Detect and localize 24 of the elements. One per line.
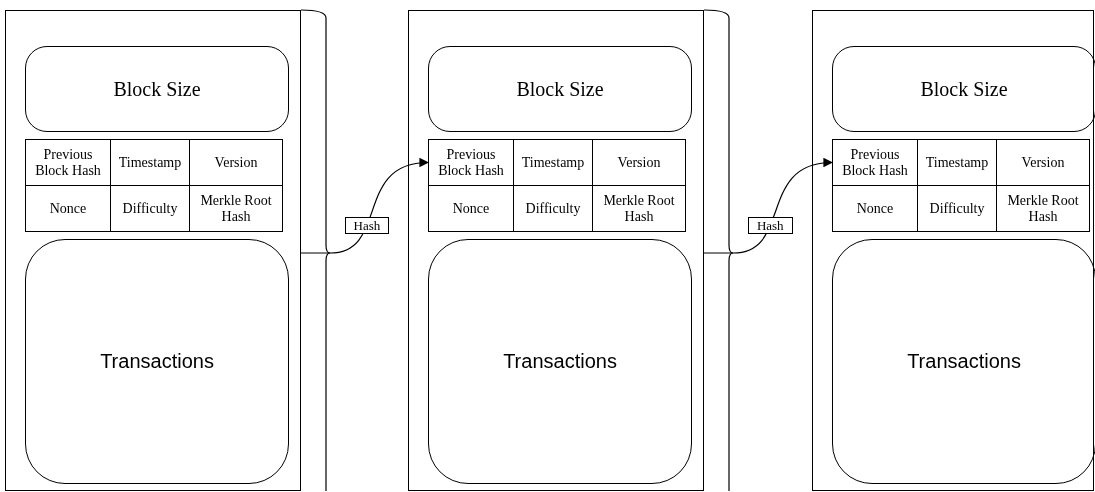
edge-label: Hash bbox=[344, 216, 390, 234]
block-container bbox=[812, 10, 1094, 491]
block-size-box: Block Size bbox=[25, 46, 289, 132]
table-cell: Version bbox=[189, 139, 283, 186]
table-cell: Nonce bbox=[428, 185, 514, 232]
block-size-box: Block Size bbox=[428, 46, 692, 132]
table-cell: Previous Block Hash bbox=[832, 139, 918, 186]
table-cell: Previous Block Hash bbox=[25, 139, 111, 186]
table-cell: Version bbox=[996, 139, 1090, 186]
transactions-box: Transactions bbox=[832, 239, 1095, 484]
arrow bbox=[703, 158, 833, 254]
block-container bbox=[408, 10, 704, 491]
transactions-box: Transactions bbox=[25, 239, 289, 484]
block-container bbox=[5, 10, 301, 491]
table-cell: Merkle Root Hash bbox=[189, 185, 283, 232]
table-cell: Version bbox=[592, 139, 686, 186]
table-cell: Merkle Root Hash bbox=[592, 185, 686, 232]
table-cell: Previous Block Hash bbox=[428, 139, 514, 186]
table-cell: Nonce bbox=[25, 185, 111, 232]
transactions-box: Transactions bbox=[428, 239, 692, 484]
table-cell: Merkle Root Hash bbox=[996, 185, 1090, 232]
edge-label: Hash bbox=[747, 216, 793, 234]
arrow bbox=[300, 158, 429, 254]
table-cell: Nonce bbox=[832, 185, 918, 232]
